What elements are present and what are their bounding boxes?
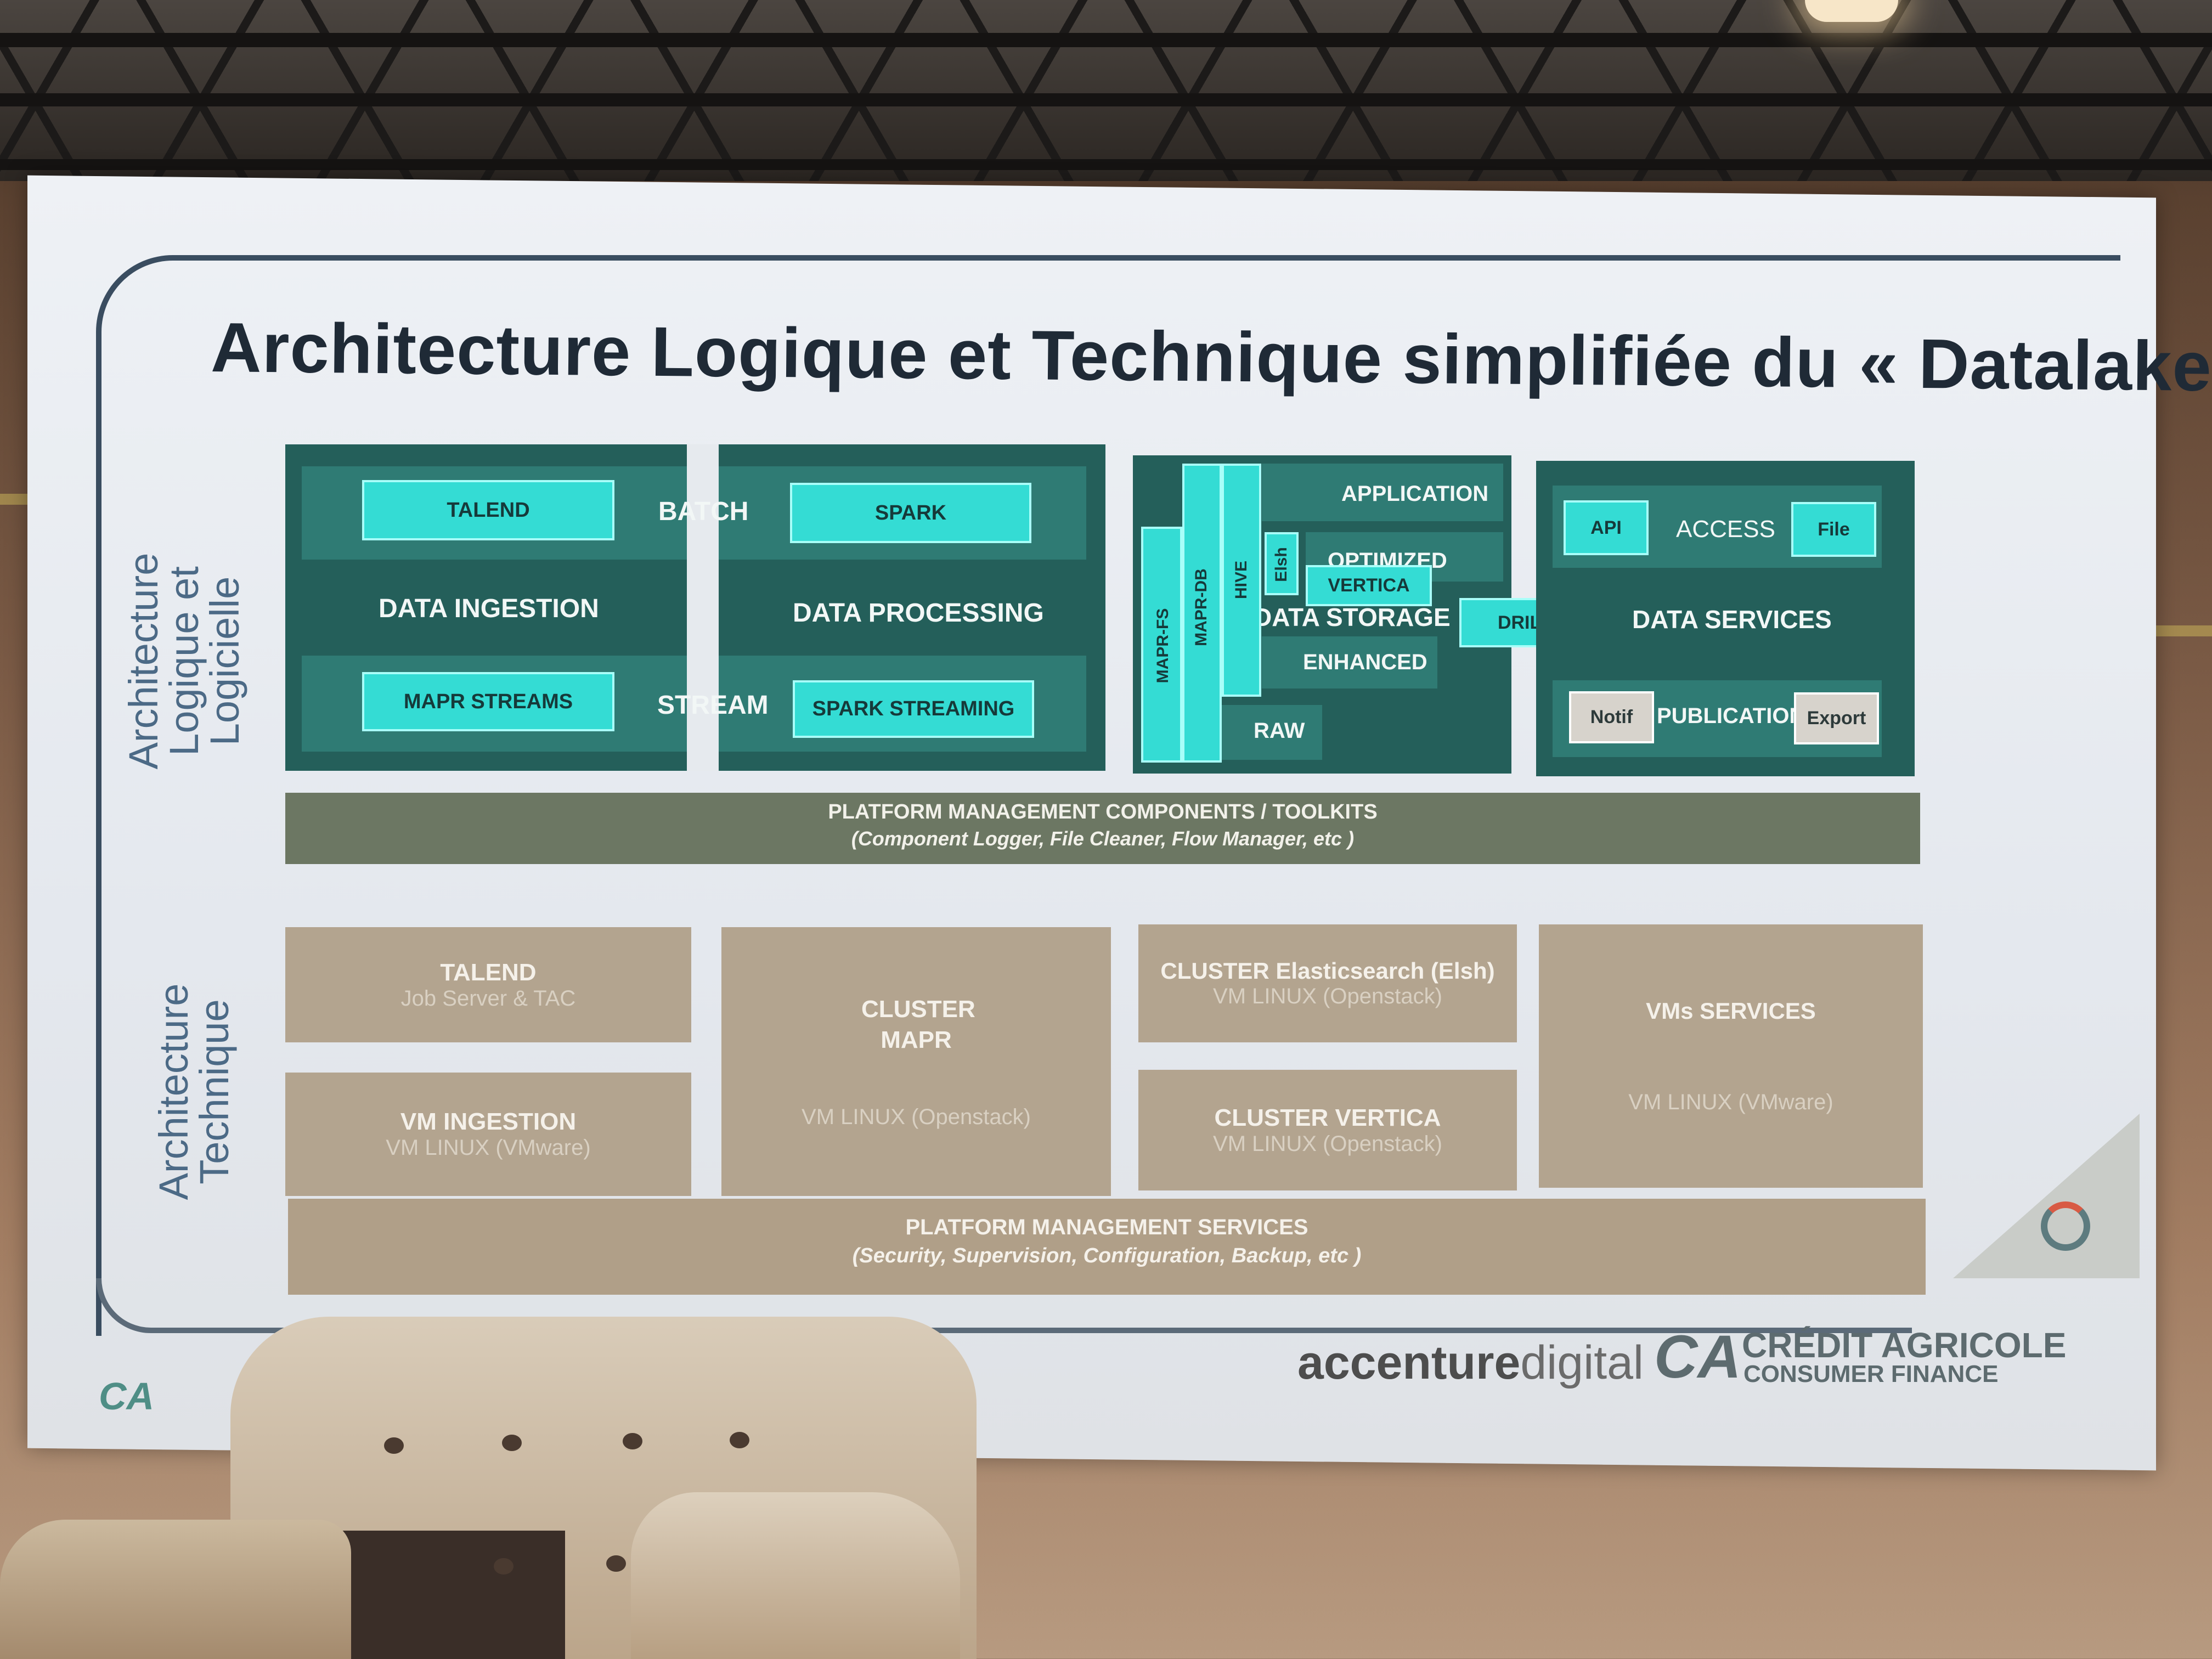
- vm-ingestion-subtitle: VM LINUX (VMware): [386, 1136, 591, 1160]
- batch-label: BATCH: [658, 497, 749, 526]
- platform-components-subtitle: (Component Logger, File Cleaner, Flow Ma…: [851, 827, 1355, 850]
- ca-small-logo: CA: [99, 1375, 155, 1418]
- block-divider: [687, 444, 719, 771]
- talend-chip: TALEND: [362, 480, 614, 540]
- armchair-arm-right: [631, 1492, 960, 1659]
- cluster-mapr-title: CLUSTER MAPR: [861, 995, 975, 1053]
- credit-agricole-line1: CRÉDIT AGRICOLE: [1742, 1325, 2067, 1365]
- data-services-label: DATA SERVICES: [1632, 605, 1832, 634]
- credit-agricole-line2: CONSUMER FINANCE: [1743, 1361, 1999, 1387]
- corner-triangle: [1953, 1114, 2140, 1278]
- vm-ingestion-title: VM INGESTION: [400, 1108, 577, 1135]
- mapr-db-label: MAPR-DB: [1192, 568, 1210, 646]
- slide-frame: [96, 255, 2120, 1336]
- spark-streaming-chip: SPARK STREAMING: [793, 680, 1034, 738]
- export-chip: Export: [1794, 692, 1879, 744]
- stage-frame: [0, 494, 33, 505]
- notif-chip: Notif: [1569, 691, 1654, 743]
- armchair-tuft: [384, 1437, 404, 1454]
- application-layer: [1262, 464, 1503, 521]
- mapr-fs-label: MAPR-FS: [1154, 608, 1172, 684]
- platform-components-title: PLATFORM MANAGEMENT COMPONENTS / TOOLKIT…: [828, 800, 1378, 823]
- armchair-tuft: [623, 1433, 642, 1449]
- mapr-fs-column: [1141, 527, 1182, 763]
- cluster-elasticsearch-box: CLUSTER Elasticsearch (Elsh) VM LINUX (O…: [1138, 924, 1517, 1042]
- elsh-label: Elsh: [1272, 547, 1290, 582]
- cluster-vertica-subtitle: VM LINUX (Openstack): [1213, 1131, 1442, 1156]
- application-label: APPLICATION: [1341, 482, 1489, 506]
- accenture-digital-logo: accenturedigital: [1297, 1336, 1644, 1390]
- spark-chip: SPARK: [790, 483, 1031, 543]
- armchair-tuft: [606, 1555, 626, 1572]
- platform-services-subtitle: (Security, Supervision, Configuration, B…: [852, 1244, 1362, 1267]
- vertica-chip: VERTICA: [1306, 565, 1432, 606]
- accenture-logo-text: accenture: [1297, 1336, 1521, 1389]
- mapr-streams-chip: MAPR STREAMS: [362, 672, 614, 731]
- cluster-elasticsearch-title: CLUSTER Elasticsearch (Elsh): [1160, 958, 1495, 984]
- cluster-mapr-subtitle: VM LINUX (Openstack): [802, 1104, 1031, 1129]
- hive-column: [1222, 464, 1261, 697]
- enhanced-layer: [1262, 636, 1437, 689]
- truss-beam: [0, 159, 2212, 170]
- stage-light: [1805, 0, 1898, 22]
- section-label-logique: Architecture Logique et Logicielle: [121, 552, 247, 770]
- ceiling-truss: [0, 0, 2212, 181]
- cluster-vertica-title: CLUSTER VERTICA: [1214, 1104, 1441, 1131]
- publication-label: PUBLICATION: [1657, 704, 1805, 728]
- hive-label: HIVE: [1232, 560, 1250, 600]
- data-processing-label: DATA PROCESSING: [793, 599, 1044, 628]
- platform-services-bar: PLATFORM MANAGEMENT SERVICES (Security, …: [288, 1199, 1926, 1295]
- vms-services-subtitle: VM LINUX (VMware): [1628, 1090, 1833, 1114]
- raw-label: RAW: [1254, 719, 1305, 743]
- armchair-tuft: [730, 1432, 749, 1448]
- credit-agricole-mark: CA: [1654, 1323, 1741, 1391]
- elsh-column: [1265, 532, 1299, 595]
- talend-server-subtitle: Job Server & TAC: [400, 986, 576, 1011]
- data-ingestion-label: DATA INGESTION: [379, 594, 599, 623]
- vms-services-title: VMs SERVICES: [1646, 997, 1816, 1024]
- file-chip: File: [1791, 502, 1876, 557]
- gauge-icon: [2041, 1201, 2090, 1251]
- armchair-tuft: [494, 1558, 514, 1575]
- section-label-technique: Architecture Technique: [151, 983, 237, 1200]
- talend-server-title: TALEND: [440, 958, 537, 986]
- cluster-elasticsearch-subtitle: VM LINUX (Openstack): [1213, 984, 1442, 1008]
- armchair-arm-left: [0, 1520, 351, 1659]
- platform-services-title: PLATFORM MANAGEMENT SERVICES: [905, 1215, 1308, 1239]
- stream-label: STREAM: [657, 691, 769, 720]
- api-chip: API: [1564, 500, 1649, 555]
- talend-server-box: TALEND Job Server & TAC: [285, 927, 691, 1042]
- platform-components-bar: PLATFORM MANAGEMENT COMPONENTS / TOOLKIT…: [285, 793, 1920, 864]
- vm-ingestion-box: VM INGESTION VM LINUX (VMware): [285, 1073, 691, 1196]
- digital-logo-text: digital: [1520, 1336, 1644, 1389]
- vms-services-box: VMs SERVICES VM LINUX (VMware): [1539, 924, 1923, 1188]
- cluster-mapr-box: CLUSTER MAPR VM LINUX (Openstack): [721, 927, 1111, 1196]
- enhanced-label: ENHANCED: [1303, 650, 1427, 674]
- cluster-vertica-box: CLUSTER VERTICA VM LINUX (Openstack): [1138, 1070, 1517, 1190]
- access-label: ACCESS: [1676, 516, 1775, 543]
- armchair-tuft: [502, 1435, 522, 1451]
- data-storage-label: DATA STORAGE: [1254, 603, 1451, 631]
- truss-beam: [0, 93, 2212, 106]
- mapr-db-column: [1182, 464, 1222, 763]
- truss-beam: [0, 33, 2212, 47]
